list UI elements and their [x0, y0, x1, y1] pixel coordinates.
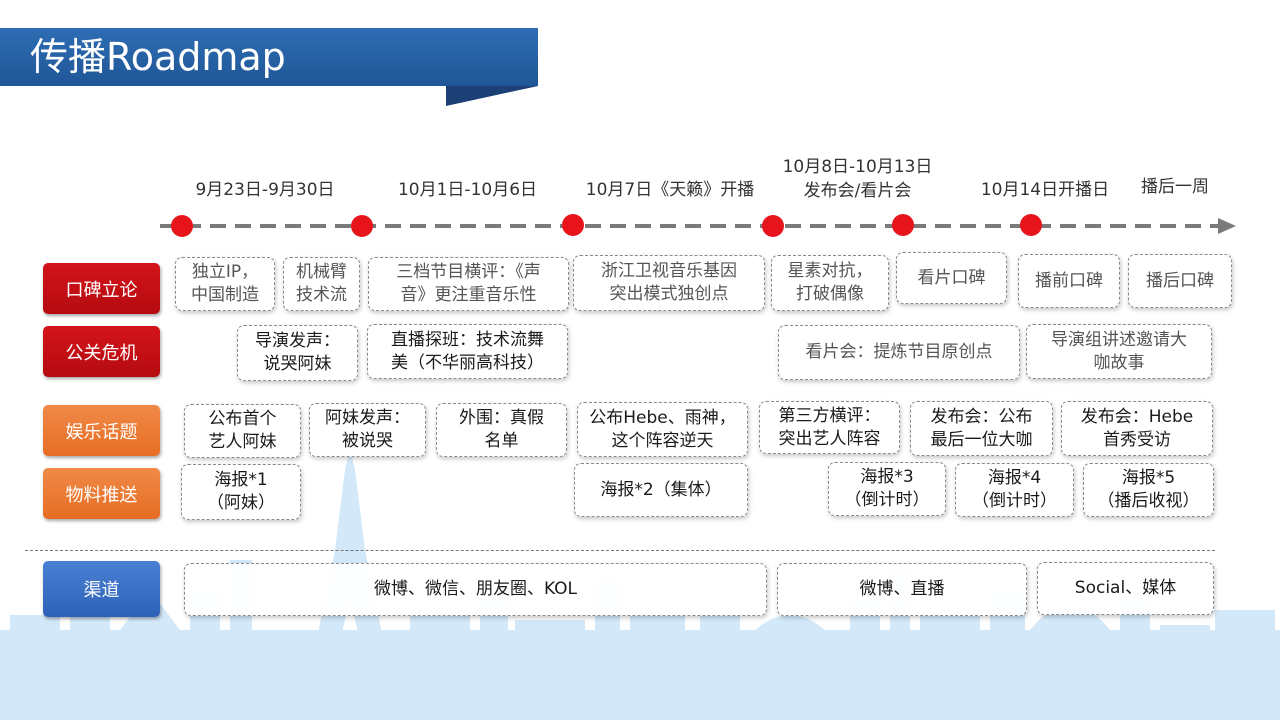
city-skyline-background [0, 450, 1280, 720]
qudao-item: Social、媒体 [1037, 562, 1214, 615]
koubei-item: 看片口碑 [896, 252, 1007, 304]
gongguan-item: 直播探班：技术流舞 美（不华丽高科技） [367, 324, 568, 379]
category-qudao: 渠道 [43, 561, 160, 617]
category-wuliao: 物料推送 [43, 468, 160, 519]
koubei-item: 星素对抗， 打破偶像 [771, 255, 889, 311]
page-title: 传播Roadmap [30, 35, 286, 79]
timeline-dot [1020, 214, 1042, 236]
koubei-item: 机械臂 技术流 [283, 257, 360, 311]
koubei-item: 播后口碑 [1128, 254, 1232, 308]
yule-item: 公布首个 艺人阿妹 [184, 404, 301, 458]
category-yule: 娱乐话题 [43, 405, 160, 456]
timeline-axis [160, 214, 1236, 237]
timeline-date-5: 10月14日开播日 [980, 180, 1110, 200]
gongguan-item: 导演组讲述邀请大 咖故事 [1026, 324, 1212, 379]
category-koubei: 口碑立论 [43, 263, 160, 314]
timeline-dot [171, 215, 193, 237]
yule-item: 第三方横评： 突出艺人阵容 [759, 401, 900, 454]
timeline-date-2: 10月1日-10月6日 [397, 180, 538, 200]
timeline-date-6: 播后一周 [1141, 177, 1209, 197]
koubei-item: 独立IP， 中国制造 [175, 257, 275, 311]
timeline-dot [562, 214, 584, 236]
timeline-date-4: 10月8日-10月13日 发布会/看片会 [782, 157, 933, 201]
category-gongguan: 公关危机 [43, 326, 160, 377]
timeline-dot [892, 214, 914, 236]
timeline-dot [762, 215, 784, 237]
title-banner: 传播Roadmap [0, 28, 538, 86]
yule-item: 发布会：公布 最后一位大咖 [910, 401, 1053, 456]
gongguan-item: 导演发声： 说哭阿妹 [237, 325, 358, 381]
wuliao-item: 海报*1 （阿妹） [181, 464, 301, 520]
wuliao-item: 海报*3 （倒计时） [828, 462, 946, 516]
yule-item: 公布Hebe、雨神， 这个阵容逆天 [577, 402, 748, 457]
qudao-item: 微博、微信、朋友圈、KOL [184, 563, 767, 616]
koubei-item: 播前口碑 [1018, 254, 1120, 308]
timeline-date-3: 10月7日《天籁》开播 [585, 180, 755, 200]
qudao-item: 微博、直播 [777, 563, 1027, 616]
koubei-item: 三档节目横评：《声 音》更注重音乐性 [368, 257, 569, 311]
yule-item: 外围：真假 名单 [436, 403, 567, 457]
yule-item: 阿妹发声： 被说哭 [309, 403, 426, 457]
gongguan-item: 看片会：提炼节目原创点 [778, 325, 1020, 380]
yule-item: 发布会：Hebe 首秀受访 [1061, 401, 1213, 456]
timeline-dot [351, 215, 373, 237]
timeline-date-1: 9月23日-9月30日 [195, 180, 335, 200]
timeline-arrow-head [1218, 218, 1236, 234]
koubei-item: 浙江卫视音乐基因 突出模式独创点 [573, 255, 765, 311]
wuliao-item: 海报*2（集体） [574, 463, 748, 517]
title-banner-tail [446, 86, 538, 106]
wuliao-item: 海报*5 （播后收视） [1083, 463, 1214, 517]
wuliao-item: 海报*4 （倒计时） [955, 463, 1074, 517]
section-divider [25, 550, 1215, 551]
